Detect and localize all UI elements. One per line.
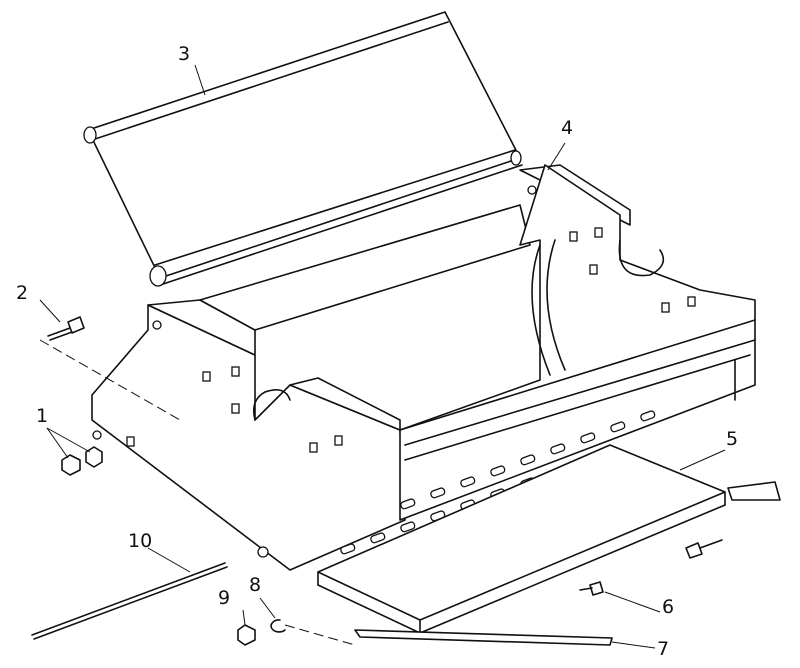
callout-2: 2 [16, 282, 29, 304]
leader-lines [39, 64, 726, 649]
washer-part-8 [270, 619, 286, 633]
callout-6: 6 [662, 596, 675, 618]
hinge-knuckle [340, 543, 356, 555]
nut-part-1b [85, 446, 103, 468]
hinge-knuckle [400, 521, 416, 533]
housing-body [39, 164, 756, 571]
hinge-knuckle [640, 410, 656, 422]
callout-8: 8 [249, 574, 262, 596]
callout-1: 1 [36, 405, 49, 427]
hinge-knuckle [400, 498, 416, 510]
bracket [727, 481, 781, 501]
callout-5: 5 [726, 428, 739, 450]
rod-part-10 [31, 562, 226, 636]
hinge-knuckle [520, 454, 536, 466]
callout-4: 4 [561, 117, 574, 139]
callout-7: 7 [657, 638, 670, 660]
hinge-knuckle [610, 421, 626, 433]
bolt-part-2 [47, 316, 85, 341]
hinge-knuckle [490, 465, 506, 477]
nut-part-9 [237, 624, 256, 646]
hinge-knuckle [370, 532, 386, 544]
callout-10: 10 [128, 530, 153, 552]
hinge-knuckle [460, 476, 476, 488]
bolt [685, 539, 723, 559]
hinge-knuckle [430, 487, 446, 499]
nut-part-1 [61, 454, 81, 476]
callout-3: 3 [178, 43, 191, 65]
hinge-knuckle [580, 432, 596, 444]
lid-part-3 [83, 11, 523, 287]
strap-part-7 [354, 629, 613, 646]
holes [92, 185, 696, 558]
callout-9: 9 [218, 587, 231, 609]
hinge-knuckle [550, 443, 566, 455]
bolt-part-6 [579, 581, 604, 596]
